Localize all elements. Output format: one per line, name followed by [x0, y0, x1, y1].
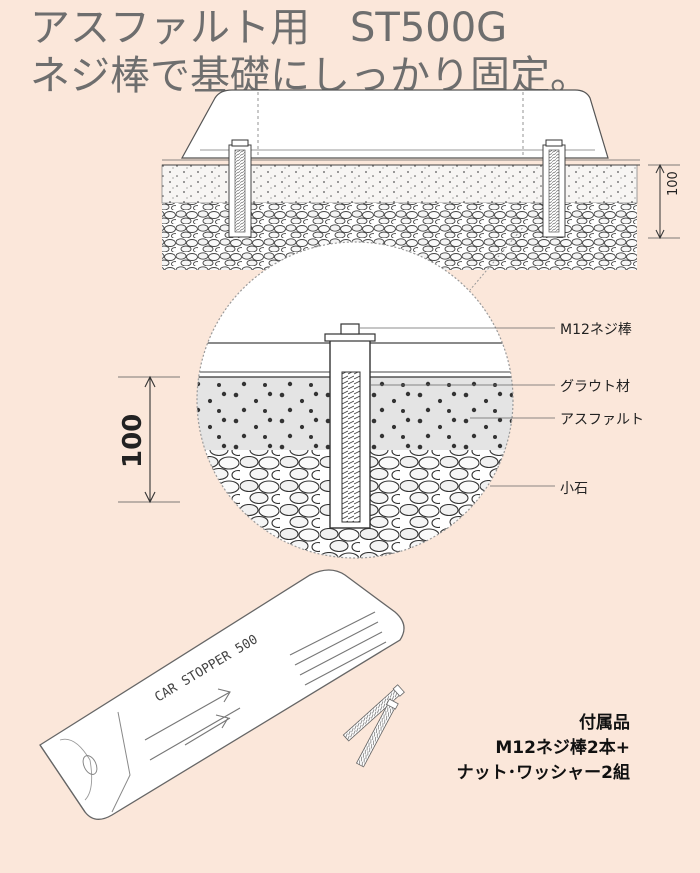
label-stones: 小石	[560, 481, 588, 497]
dimension-top-label: 100	[666, 171, 681, 196]
dimension-top	[648, 163, 680, 240]
anchor-rod-detail	[324, 323, 376, 529]
title-line-1: アスファルト用 ST500G	[30, 5, 508, 51]
anchor-rod-right	[542, 139, 566, 238]
label-rod: M12ネジ棒	[560, 322, 632, 338]
label-asphalt: アスファルト	[560, 412, 644, 428]
accessories-heading: 付属品	[579, 713, 630, 733]
accessories-line-1: M12ネジ棒2本+	[495, 738, 630, 758]
car-stopper-product: CAR STOPPER 500	[39, 569, 405, 820]
dimension-detail-label: 100	[118, 413, 148, 468]
label-grout: グラウト材	[560, 379, 630, 395]
anchor-rod-left	[228, 139, 252, 238]
detail-circle	[118, 241, 555, 559]
accessories-line-2: ナット･ワッシャー2組	[456, 763, 630, 783]
included-rods	[342, 684, 405, 768]
dimension-detail	[118, 375, 180, 504]
